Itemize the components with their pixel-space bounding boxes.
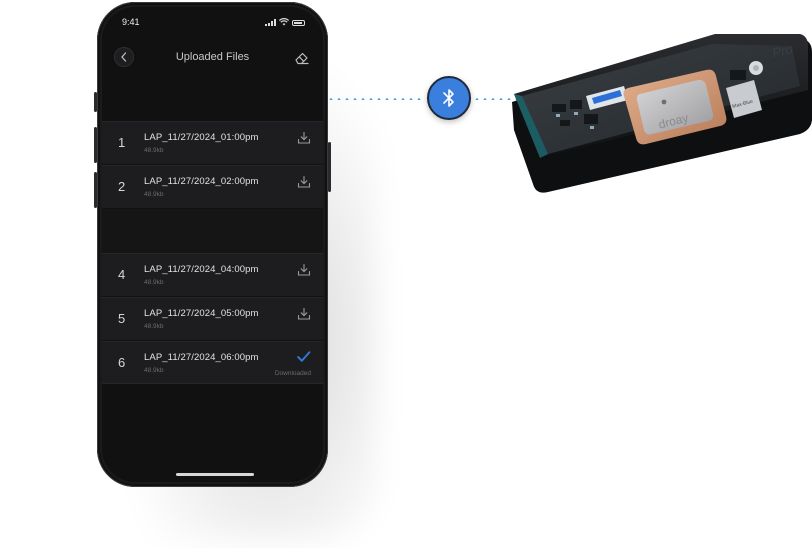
phone-frame: 9:41 Uploaded Files — [94, 2, 331, 487]
check-icon — [297, 351, 311, 362]
file-size: 48.9kb — [144, 191, 164, 198]
bluetooth-icon — [443, 89, 454, 107]
download-icon[interactable] — [297, 175, 311, 189]
connection-line-left — [327, 98, 425, 100]
download-icon[interactable] — [297, 131, 311, 145]
download-icon[interactable] — [297, 263, 311, 277]
status-icons — [265, 18, 305, 26]
file-index: 5 — [118, 311, 126, 326]
wifi-icon — [279, 18, 289, 26]
back-button[interactable] — [114, 47, 134, 67]
mute-switch — [94, 92, 97, 112]
power-button — [328, 142, 331, 192]
download-icon[interactable] — [297, 307, 311, 321]
empty-row-slot — [102, 209, 323, 253]
file-size: 48.9kb — [144, 147, 164, 154]
file-name: LAP_11/27/2024_05:00pm — [144, 308, 259, 319]
file-index: 4 — [118, 267, 126, 282]
status-bar: 9:41 — [102, 7, 323, 37]
device-image: droay Max-Blue Pro — [512, 34, 812, 193]
file-name: LAP_11/27/2024_04:00pm — [144, 264, 259, 275]
file-name: LAP_11/27/2024_01:00pm — [144, 132, 259, 143]
file-row[interactable]: 5 LAP_11/27/2024_05:00pm 48.9kb — [102, 297, 323, 340]
volume-down-button — [94, 172, 97, 208]
file-index: 2 — [118, 179, 126, 194]
phone-screen: 9:41 Uploaded Files — [102, 7, 323, 482]
home-indicator[interactable] — [176, 473, 254, 476]
battery-icon — [292, 20, 305, 26]
file-row[interactable]: 6 LAP_11/27/2024_06:00pm 48.9kb Download… — [102, 341, 323, 384]
eraser-icon[interactable] — [293, 49, 311, 67]
file-row[interactable]: 2 LAP_11/27/2024_02:00pm 48.9kb — [102, 165, 323, 208]
file-size: 48.9kb — [144, 367, 164, 374]
nav-bar: Uploaded Files — [102, 43, 323, 73]
file-name: LAP_11/27/2024_02:00pm — [144, 176, 259, 187]
file-row[interactable]: 1 LAP_11/27/2024_01:00pm 48.9kb — [102, 121, 323, 164]
file-row[interactable]: 4 LAP_11/27/2024_04:00pm 48.9kb — [102, 253, 323, 296]
download-status: Downloaded — [274, 370, 311, 377]
status-time: 9:41 — [122, 17, 140, 27]
file-name: LAP_11/27/2024_06:00pm — [144, 352, 259, 363]
signal-icon — [265, 19, 276, 26]
page-title: Uploaded Files — [175, 51, 250, 63]
file-index: 1 — [118, 135, 126, 150]
file-size: 48.9kb — [144, 323, 164, 330]
file-index: 6 — [118, 355, 126, 370]
bluetooth-badge — [427, 76, 471, 120]
chevron-left-icon — [121, 52, 127, 62]
volume-up-button — [94, 127, 97, 163]
device-model-text: Pro — [771, 42, 794, 61]
file-size: 48.9kb — [144, 279, 164, 286]
chip-label: Max-Blue — [732, 99, 754, 110]
